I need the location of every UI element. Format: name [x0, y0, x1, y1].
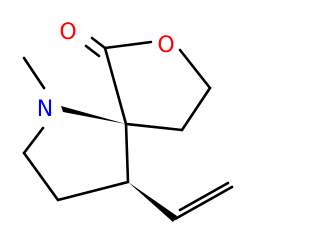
bond-carbonyl-c-to-ring-o — [103, 40, 153, 50]
molecule-structure-canvas: O O N — [22, 20, 234, 222]
atom-label-ring-oxygen: O — [157, 33, 174, 58]
bond-lactone-ch2-ch2 — [180, 86, 212, 132]
bond-spiro-c-to-vinyl-ch — [124, 122, 130, 184]
bond-ch2-to-vinyl-ch — [56, 180, 130, 202]
atom-label-carbonyl-oxygen: O — [59, 20, 76, 45]
atom-label-nitrogen: N — [37, 97, 53, 122]
bond-carbonyl-double-b — [84, 44, 101, 58]
wedge-bond-ch-to-vinyl — [128, 182, 177, 222]
bond-ring-o-to-ch2 — [178, 48, 212, 90]
bond-carbonyl-c-to-spiro-c — [103, 46, 128, 126]
bond-pyrrolidine-ch2-ch2 — [22, 151, 60, 202]
bond-n-to-methyl — [22, 56, 46, 90]
wedge-bond-spiro-c-to-n — [61, 106, 126, 124]
bond-vinyl-double-b — [178, 181, 230, 212]
bond-carbonyl-double-a — [90, 36, 107, 50]
bond-n-to-ch2 — [22, 126, 45, 155]
bond-vinyl-double-a — [173, 185, 234, 221]
molecule-structure-drawing: O O N — [22, 20, 234, 222]
bond-ch2-to-spiro-c — [124, 122, 184, 132]
